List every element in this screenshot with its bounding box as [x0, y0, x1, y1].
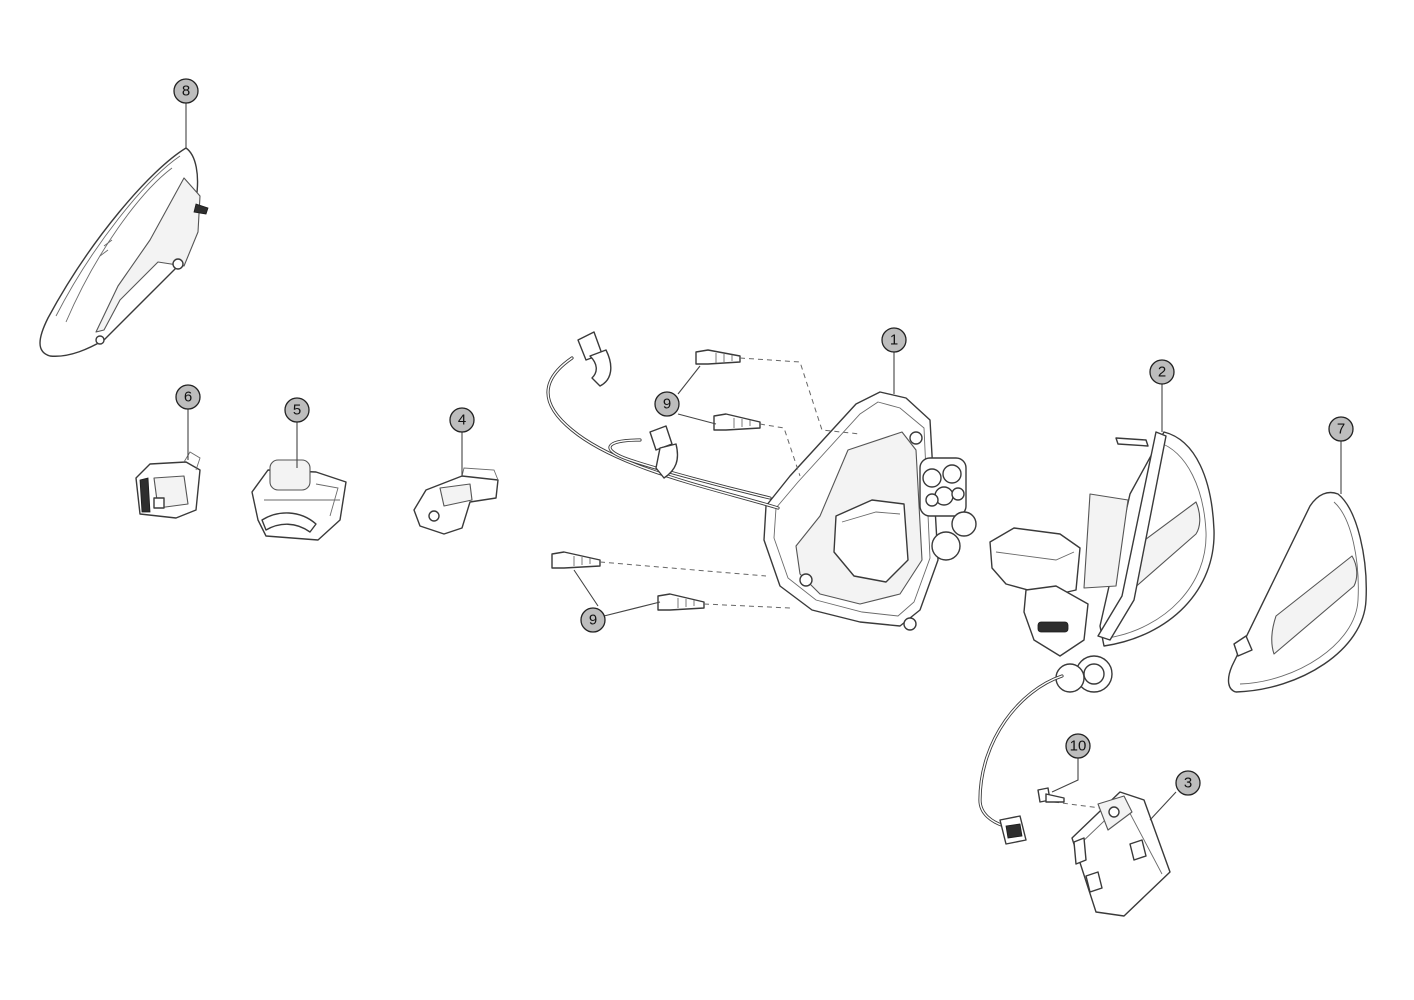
- svg-text:2: 2: [1158, 364, 1166, 381]
- part-4-bracket: [413, 467, 499, 535]
- part-2-cable: [978, 674, 1064, 845]
- svg-text:9: 9: [663, 396, 671, 413]
- callout-2: 2: [1149, 359, 1175, 385]
- leader-lines: [185, 103, 1342, 821]
- part-6-bracket: [135, 451, 201, 519]
- svg-text:9: 9: [589, 612, 597, 629]
- part-10-screw: [1037, 787, 1065, 803]
- callout-5: 5: [284, 397, 310, 423]
- part-3-module: [1071, 791, 1171, 917]
- bolt-upper-1: [695, 349, 741, 365]
- callout-3: 3: [1175, 770, 1201, 796]
- bolt-lower-2: [657, 593, 705, 611]
- bolt-lower-1: [551, 551, 601, 569]
- svg-text:4: 4: [458, 412, 466, 429]
- alignment-lines: [599, 357, 1101, 809]
- part-1-housing: [763, 391, 977, 631]
- part-8-lamp: [39, 147, 209, 357]
- svg-text:8: 8: [182, 83, 190, 100]
- svg-text:1: 1: [890, 332, 898, 349]
- svg-text:3: 3: [1184, 775, 1192, 792]
- callout-8: 8: [173, 78, 199, 104]
- callout-10: 10: [1065, 733, 1091, 759]
- part-2-flap-assembly: [989, 431, 1215, 693]
- bolt-upper-2: [713, 413, 761, 431]
- charge-port-connector: [919, 457, 977, 561]
- svg-text:10: 10: [1070, 738, 1087, 755]
- callout-7: 7: [1328, 416, 1354, 442]
- part-7-cover: [1227, 491, 1367, 693]
- callout-4: 4: [449, 407, 475, 433]
- part-9-bolts: [551, 349, 761, 611]
- svg-text:5: 5: [293, 402, 301, 419]
- svg-text:7: 7: [1337, 421, 1345, 438]
- callout-9-upper: 9: [654, 391, 680, 417]
- callout-1: 1: [881, 327, 907, 353]
- callout-9-lower: 9: [580, 607, 606, 633]
- part-5-clip: [251, 459, 347, 541]
- callout-6: 6: [175, 384, 201, 410]
- part-1-cable: [546, 331, 780, 510]
- svg-text:6: 6: [184, 389, 192, 406]
